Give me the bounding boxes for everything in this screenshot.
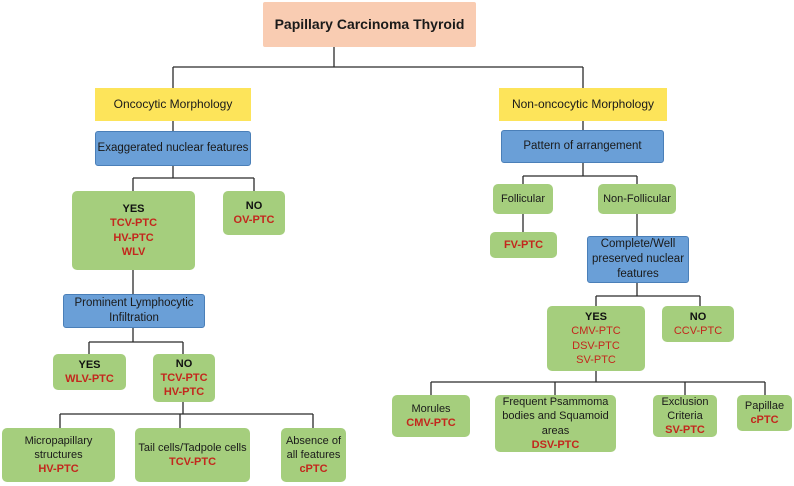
- exclusion-criteria-node: Exclusion Criteria SV-PTC: [653, 395, 717, 437]
- left-no-label: NO: [245, 199, 263, 212]
- absence-features-node: Absence of all features cPTC: [281, 428, 346, 482]
- right-yes-item: SV-PTC: [576, 353, 616, 366]
- edge-preserved-split: [595, 283, 701, 306]
- left-no-node: NO OV-PTC: [223, 191, 285, 235]
- oncocytic-morphology-label: Oncocytic Morphology: [113, 96, 233, 111]
- preserved-nuclear-node: Complete/Well preserved nuclear features: [587, 236, 689, 283]
- preserved-nuclear-label: Complete/Well preserved nuclear features: [591, 238, 685, 280]
- leaf-label: Morules: [411, 402, 451, 415]
- left-yes-item: TCV-PTC: [109, 217, 158, 230]
- lymphocytic-no-item: TCV-PTC: [160, 371, 208, 384]
- exaggerated-nuclear-label: Exaggerated nuclear features: [97, 142, 249, 155]
- pattern-arrangement-node: Pattern of arrangement: [501, 130, 664, 163]
- leaf-result: cPTC: [299, 463, 328, 476]
- leaf-label: Papillae: [744, 399, 785, 412]
- right-no-label: NO: [689, 310, 707, 323]
- edge-root-split: [172, 47, 584, 88]
- tail-cells-node: Tail cells/Tadpole cells TCV-PTC: [135, 428, 250, 482]
- root-node: Papillary Carcinoma Thyroid: [263, 2, 476, 47]
- leaf-label: Frequent Psammoma bodies and Squamoid ar…: [502, 395, 609, 437]
- leaf-result: CMV-PTC: [406, 417, 456, 429]
- left-no-item: OV-PTC: [233, 214, 275, 226]
- leaf-result: cPTC: [750, 414, 779, 426]
- lymphocytic-yes-item: WLV-PTC: [65, 373, 114, 385]
- edge-pattern-split: [522, 163, 638, 184]
- edge-nuclear-split: [132, 166, 255, 191]
- left-yes-item: HV-PTC: [113, 231, 154, 244]
- follicular-node: Follicular: [493, 184, 553, 214]
- lymphocytic-yes-label: YES: [78, 358, 101, 371]
- lymphocytic-no-label: NO: [175, 357, 193, 370]
- non-oncocytic-morphology-node: Non-oncocytic Morphology: [499, 88, 667, 121]
- non-oncocytic-morphology-label: Non-oncocytic Morphology: [511, 96, 655, 111]
- leaf-label: Exclusion Criteria: [661, 395, 709, 422]
- follicular-label: Follicular: [500, 192, 545, 205]
- leaf-result: HV-PTC: [38, 463, 79, 476]
- right-yes-item: CMV-PTC: [571, 325, 621, 338]
- lymphocytic-yes-node: YES WLV-PTC: [53, 354, 126, 390]
- edge-lymphocytic-split: [88, 328, 184, 354]
- right-no-item: CCV-PTC: [673, 325, 723, 337]
- leaf-result: SV-PTC: [665, 424, 705, 437]
- follicular-result: FV-PTC: [503, 238, 544, 251]
- leaf-result: DSV-PTC: [531, 438, 580, 451]
- pattern-arrangement-label: Pattern of arrangement: [523, 140, 642, 153]
- leaf-label: Tail cells/Tadpole cells: [138, 441, 247, 454]
- micropapillary-node: Micropapillary structures HV-PTC: [2, 428, 115, 482]
- papillae-node: Papillae cPTC: [737, 395, 792, 431]
- follicular-result-node: FV-PTC: [490, 232, 557, 258]
- lymphocytic-no-item: HV-PTC: [163, 386, 205, 399]
- lymphocytic-no-node: NO TCV-PTC HV-PTC: [153, 354, 215, 402]
- right-yes-item: DSV-PTC: [572, 339, 620, 352]
- lymphocytic-infiltration-label: Prominent Lymphocytic Infiltration: [74, 297, 194, 324]
- right-yes-node: YES CMV-PTC DSV-PTC SV-PTC: [547, 306, 645, 371]
- edge-yes-to-leaves: [430, 371, 766, 395]
- morules-node: Morules CMV-PTC: [392, 395, 470, 437]
- right-yes-label: YES: [584, 310, 607, 323]
- non-follicular-label: Non-Follicular: [603, 192, 671, 205]
- edge-no-to-leaves: [59, 402, 314, 428]
- right-no-node: NO CCV-PTC: [662, 306, 734, 342]
- root-label: Papillary Carcinoma Thyroid: [274, 16, 465, 33]
- left-yes-label: YES: [122, 202, 145, 215]
- lymphocytic-infiltration-node: Prominent Lymphocytic Infiltration: [63, 294, 205, 328]
- psammoma-node: Frequent Psammoma bodies and Squamoid ar…: [495, 395, 616, 452]
- leaf-label: Micropapillary structures: [24, 434, 93, 461]
- left-yes-node: YES TCV-PTC HV-PTC WLV: [72, 191, 195, 270]
- leaf-label: Absence of all features: [285, 434, 342, 461]
- oncocytic-morphology-node: Oncocytic Morphology: [95, 88, 251, 121]
- exaggerated-nuclear-node: Exaggerated nuclear features: [95, 131, 251, 166]
- left-yes-item: WLV: [121, 245, 146, 258]
- leaf-result: TCV-PTC: [168, 456, 217, 468]
- non-follicular-node: Non-Follicular: [598, 184, 676, 214]
